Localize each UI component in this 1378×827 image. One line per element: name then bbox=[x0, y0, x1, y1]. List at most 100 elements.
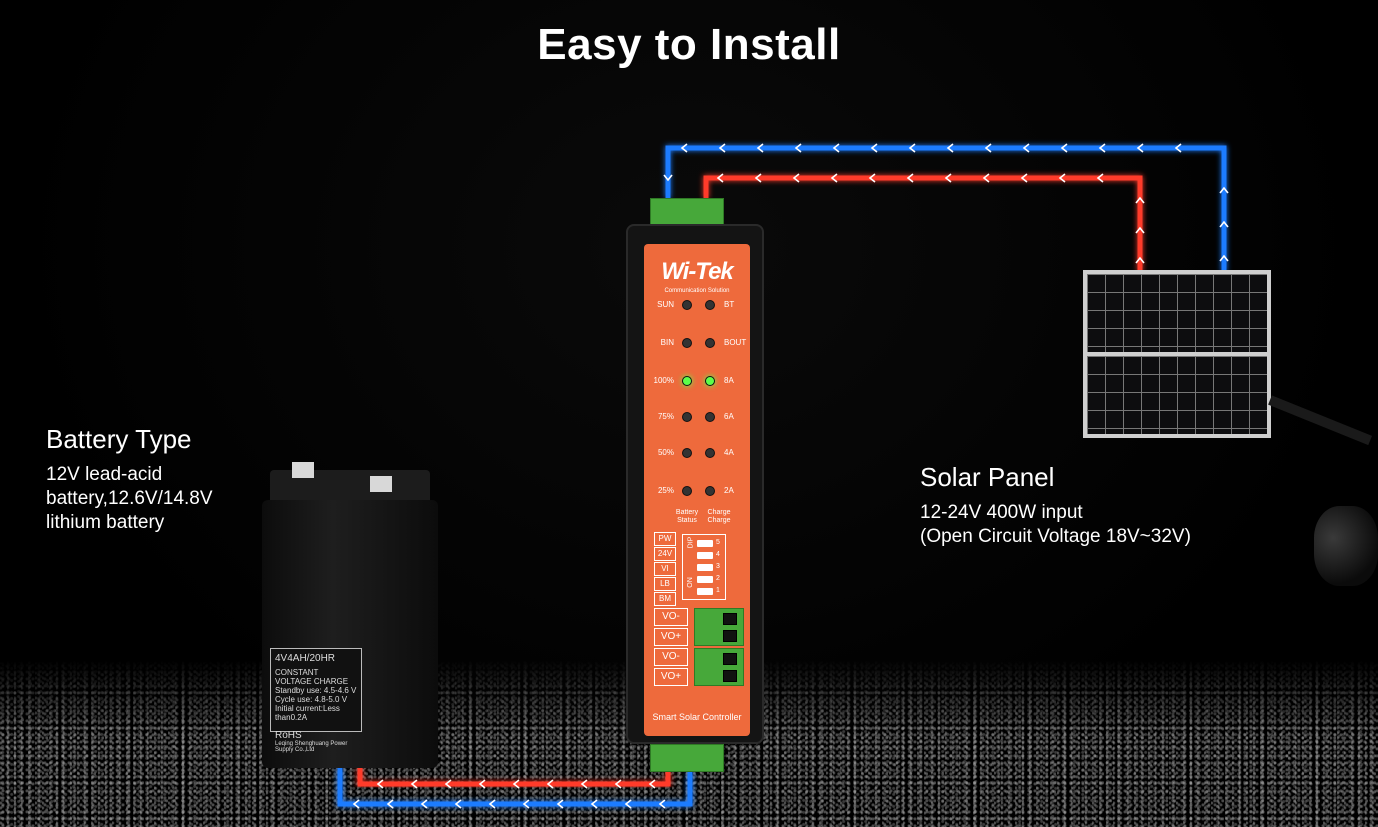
led-indicator bbox=[705, 300, 715, 310]
battery-label-line: Cycle use: 4.8-5.0 V bbox=[275, 695, 348, 704]
terminal-slot bbox=[723, 653, 737, 665]
signal-lb: LB bbox=[654, 577, 676, 591]
led-indicator bbox=[682, 448, 692, 458]
led-indicator bbox=[682, 412, 692, 422]
signal-labels: PW 24V VI LB BM bbox=[654, 532, 676, 607]
flow-arrow bbox=[1058, 173, 1066, 183]
flow-arrow bbox=[648, 779, 656, 789]
output-block-2: VO- VO+ bbox=[654, 648, 748, 688]
output-block-1: VO- VO+ bbox=[654, 608, 748, 648]
flow-arrow bbox=[832, 143, 840, 153]
product-name: Smart Solar Controller bbox=[652, 712, 742, 722]
led-row: 100%8A bbox=[644, 374, 750, 388]
flow-arrow bbox=[444, 779, 452, 789]
led-row: 50%4A bbox=[644, 446, 750, 460]
flow-arrow bbox=[984, 143, 992, 153]
dip-switch-block[interactable]: DIP ON 5 4 3 2 1 bbox=[682, 534, 726, 600]
dip-number: 4 bbox=[716, 551, 720, 558]
battery-label: 4V4AH/20HR CONSTANT VOLTAGE CHARGE Stand… bbox=[270, 648, 362, 753]
battery-status-label: Battery Status bbox=[675, 509, 699, 524]
flow-arrow bbox=[580, 779, 588, 789]
flow-arrow bbox=[590, 799, 598, 809]
dip-switch-3[interactable] bbox=[697, 564, 713, 571]
flow-arrow bbox=[908, 143, 916, 153]
led-indicator bbox=[682, 376, 692, 386]
flow-arrow bbox=[830, 173, 838, 183]
flow-arrow bbox=[478, 779, 486, 789]
led-row: 25%2A bbox=[644, 484, 750, 498]
flow-arrow bbox=[718, 143, 726, 153]
flow-arrow bbox=[1135, 226, 1145, 234]
battery-heading: Battery Type bbox=[46, 424, 192, 454]
brand-tagline: Communication Solution bbox=[664, 288, 730, 294]
solar-cells-upper bbox=[1087, 274, 1267, 352]
flow-arrow bbox=[420, 799, 428, 809]
led-label-left: BIN bbox=[660, 338, 674, 347]
dip-number: 1 bbox=[716, 587, 720, 594]
battery-image: 4V4AH/20HR CONSTANT VOLTAGE CHARGE Stand… bbox=[262, 500, 438, 768]
led-row: 75% 6A bbox=[644, 410, 750, 424]
flow-arrow bbox=[1060, 143, 1068, 153]
battery-maker: Leqing Shenghuang Power Supply Co.,Ltd bbox=[275, 741, 348, 753]
dip-label: DIP bbox=[687, 536, 695, 549]
led-label-left: 75% bbox=[657, 412, 674, 421]
signal-vi: VI bbox=[654, 562, 676, 576]
flow-arrow bbox=[663, 174, 673, 182]
flow-arrow bbox=[556, 799, 564, 809]
terminal-slot bbox=[723, 630, 737, 642]
led-label-right: 6A bbox=[724, 412, 734, 421]
flow-arrow bbox=[1098, 143, 1106, 153]
brand-logo: Wi-Tek bbox=[661, 258, 734, 285]
flow-arrow bbox=[868, 173, 876, 183]
battery-terminal-negative bbox=[292, 462, 314, 478]
flow-arrow bbox=[1135, 256, 1145, 264]
battery-label-line: CONSTANT VOLTAGE CHARGE bbox=[275, 668, 349, 686]
flow-arrow bbox=[410, 779, 418, 789]
flow-arrow bbox=[1219, 186, 1229, 194]
flow-arrow bbox=[756, 143, 764, 153]
solar-panel-image bbox=[1083, 270, 1271, 438]
flow-arrow bbox=[1219, 220, 1229, 228]
flow-arrow bbox=[1096, 173, 1104, 183]
led-label-right: 2A bbox=[724, 486, 734, 495]
flow-arrow bbox=[658, 799, 666, 809]
solar-panel-heading: Solar Panel bbox=[920, 462, 1055, 492]
led-label-left: 100% bbox=[653, 376, 674, 385]
flow-arrow bbox=[1022, 143, 1030, 153]
output-terminal[interactable] bbox=[694, 608, 744, 646]
battery-label-line: Initial current:Less than0.2A bbox=[275, 704, 340, 722]
dip-switch-5[interactable] bbox=[697, 540, 713, 547]
solar-cells-lower bbox=[1087, 356, 1267, 434]
battery-label-line: Standby use: 4.5-4.6 V bbox=[275, 686, 357, 695]
charge-label-line: Charge bbox=[707, 509, 731, 516]
positive-wire-top bbox=[703, 175, 1143, 272]
flow-arrow bbox=[614, 779, 622, 789]
battery-info: Battery Type 12V lead-acid battery,12.6V… bbox=[46, 424, 276, 535]
dip-switch-1[interactable] bbox=[697, 588, 713, 595]
terminal-slot bbox=[723, 613, 737, 625]
output-label: VO+ bbox=[654, 628, 688, 646]
led-label-left: SUN bbox=[657, 300, 674, 309]
flow-arrow bbox=[454, 799, 462, 809]
led-indicator bbox=[682, 300, 692, 310]
solar-panel-info: Solar Panel 12-24V 400W input (Open Circ… bbox=[920, 462, 1280, 549]
dip-switch-4[interactable] bbox=[697, 552, 713, 559]
page-title: Easy to Install bbox=[537, 20, 841, 69]
battery-description: 12V lead-acid battery,12.6V/14.8V lithiu… bbox=[46, 464, 213, 533]
flow-arrow bbox=[754, 173, 762, 183]
signal-bm: BM bbox=[654, 592, 676, 606]
flow-arrow bbox=[1219, 254, 1229, 262]
rohs-mark: RoHS bbox=[275, 730, 302, 741]
signal-24v: 24V bbox=[654, 547, 676, 561]
flow-arrow bbox=[680, 143, 688, 153]
led-label-left: 50% bbox=[657, 448, 674, 457]
output-terminal[interactable] bbox=[694, 648, 744, 686]
output-label: VO+ bbox=[654, 668, 688, 686]
dip-switch-2[interactable] bbox=[697, 576, 713, 583]
flow-arrow bbox=[946, 143, 954, 153]
solar-panel-description: 12-24V 400W input (Open Circuit Voltage … bbox=[920, 502, 1191, 547]
